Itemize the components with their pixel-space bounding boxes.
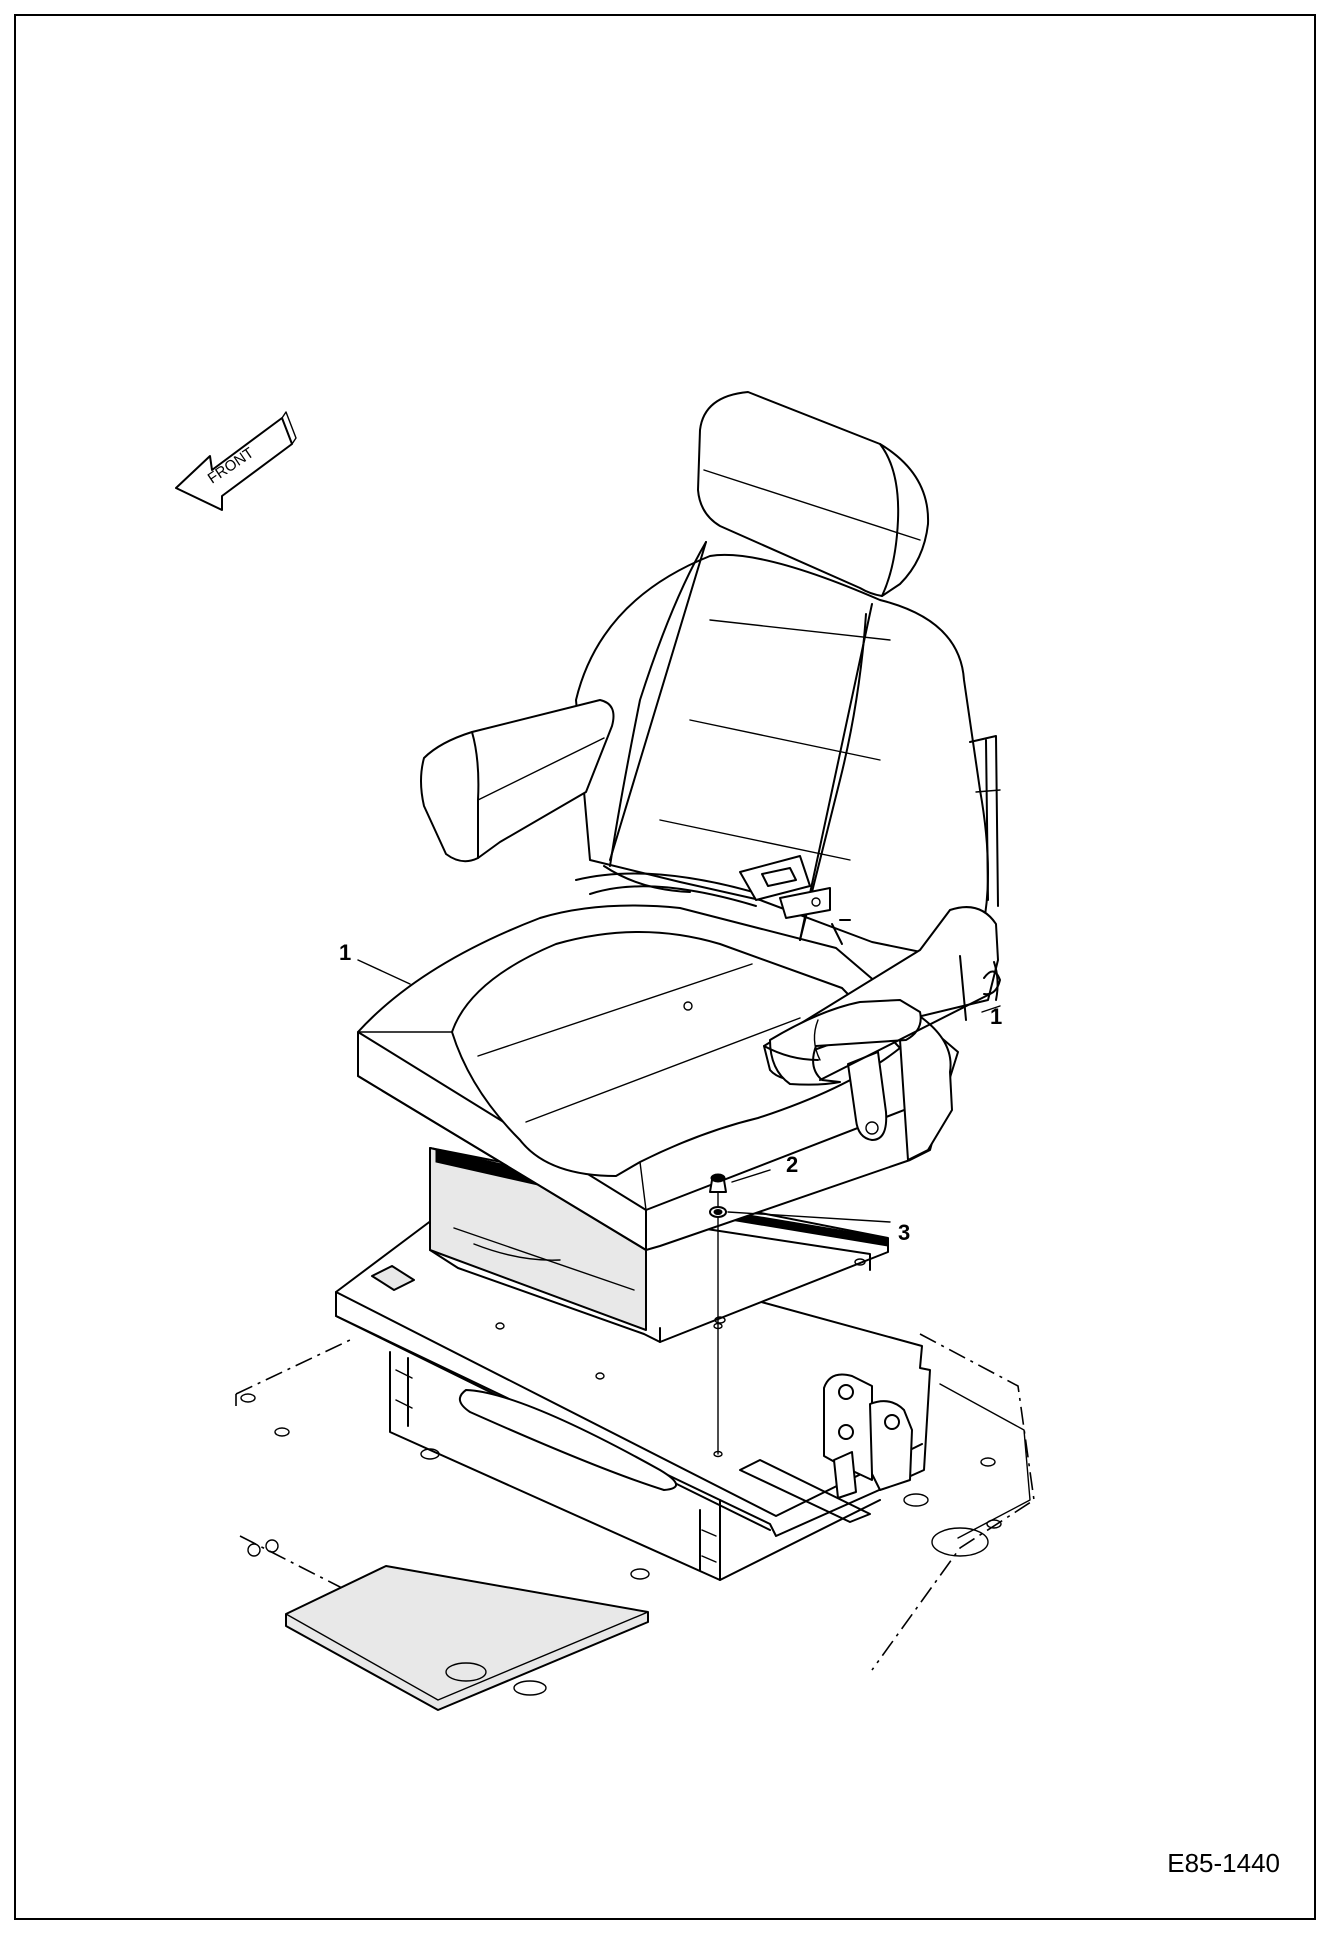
rear-bracket xyxy=(969,735,1001,996)
cab-floor xyxy=(235,1333,1035,1711)
seat-cushion xyxy=(357,904,959,1251)
seat-backrest xyxy=(575,541,989,961)
leader-lines xyxy=(357,959,1001,1223)
seat-mounting-plate xyxy=(335,1213,931,1581)
drawing-number: E85-1440 xyxy=(1167,1848,1280,1878)
seat-belt xyxy=(575,855,888,1141)
seat-headrest xyxy=(697,391,930,597)
callout-1-right: 1 xyxy=(990,1004,1002,1029)
callout-3: 3 xyxy=(898,1220,910,1245)
left-armrest xyxy=(420,699,615,863)
right-armrest xyxy=(763,906,999,1161)
callout-2: 2 xyxy=(786,1152,798,1177)
callout-1-left: 1 xyxy=(339,940,351,965)
front-arrow-icon: FRONT xyxy=(175,411,297,511)
fastener-assembly xyxy=(709,1173,727,1458)
